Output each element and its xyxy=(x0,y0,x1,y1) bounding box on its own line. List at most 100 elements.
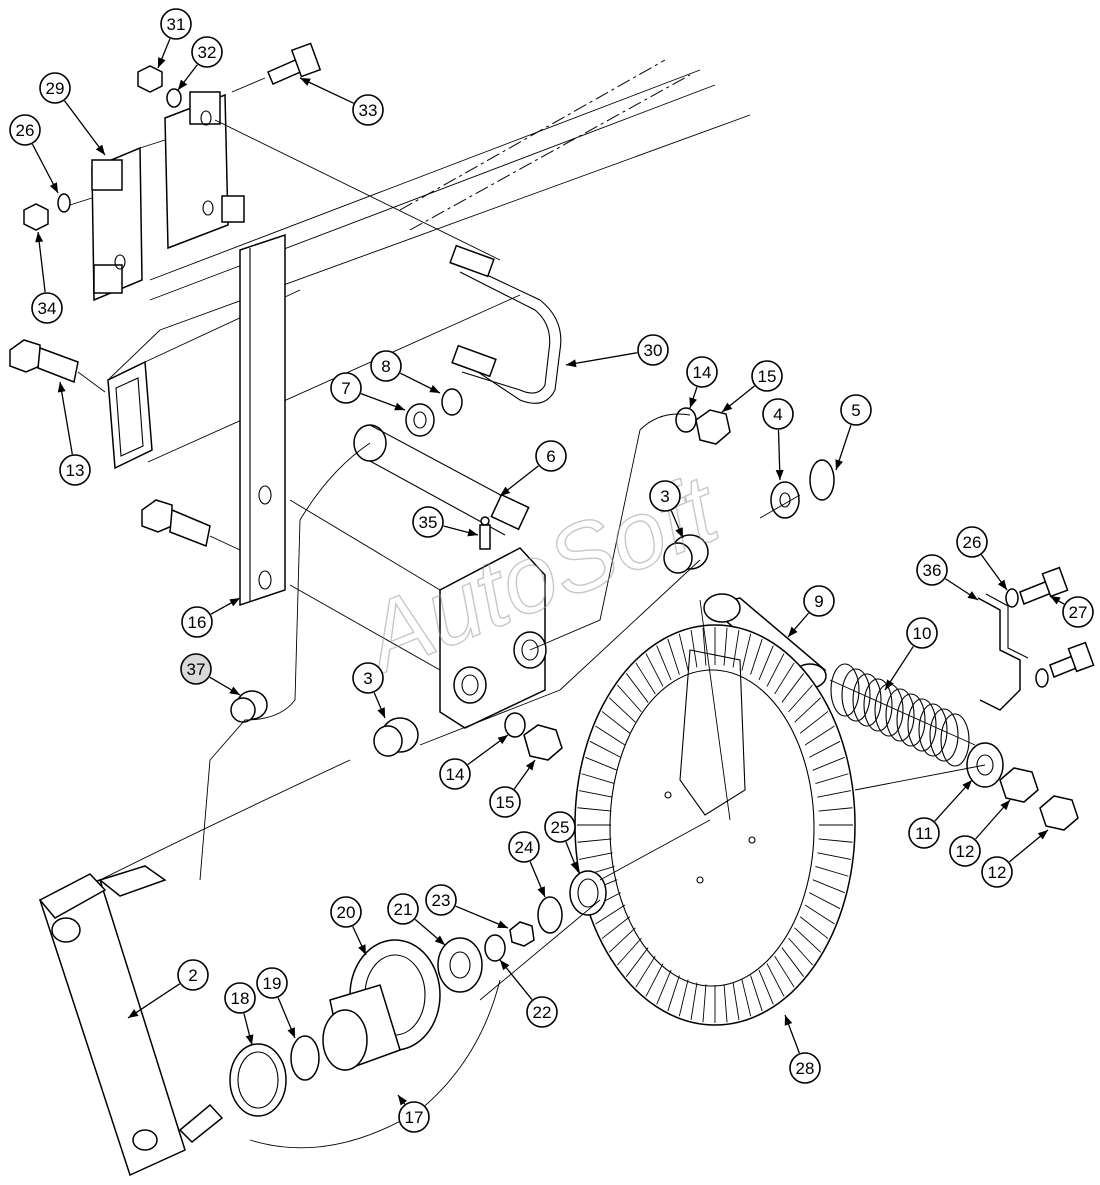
callout-29: 29 xyxy=(39,72,106,156)
part-33-bolt xyxy=(267,42,322,85)
callout-22: 22 xyxy=(499,959,558,1028)
callout-arrowhead xyxy=(245,1034,254,1045)
callout-arrowhead xyxy=(675,527,683,538)
part-bracket-plate xyxy=(164,91,245,250)
callout-14: 14 xyxy=(439,734,509,790)
callout-number: 15 xyxy=(496,793,515,812)
callout-number: 14 xyxy=(693,363,712,382)
callout-arrowhead xyxy=(689,397,697,408)
callout-3: 3 xyxy=(352,662,386,719)
callout-arrowhead xyxy=(525,760,535,771)
part-19-snap-ring xyxy=(290,1035,320,1081)
callout-number: 7 xyxy=(341,379,350,398)
part-3-bushing-lower xyxy=(373,717,419,757)
part-31-nut xyxy=(137,65,163,93)
callout-number: 22 xyxy=(533,1003,552,1022)
part-15-nut-lower xyxy=(523,724,563,761)
callout-circle xyxy=(224,982,256,1014)
callout-number: 33 xyxy=(359,101,378,120)
part-18-seal xyxy=(229,1043,287,1117)
part-15-nut-upper xyxy=(695,409,731,445)
callout-circle xyxy=(762,398,794,430)
callout-arrowhead xyxy=(1000,800,1010,811)
callout-number: 20 xyxy=(337,903,356,922)
callout-arrowhead xyxy=(497,920,508,928)
callout-circle xyxy=(906,617,938,649)
callout-circle xyxy=(177,959,209,991)
callout-12: 12 xyxy=(949,799,1011,867)
callout-circle xyxy=(352,662,384,694)
callout-number: 6 xyxy=(546,447,555,466)
callout-circle xyxy=(508,831,540,863)
callout-6: 6 xyxy=(499,440,567,497)
callout-circle xyxy=(387,893,419,925)
part-13-bolt-upper xyxy=(9,339,79,384)
callout-arrowhead xyxy=(377,707,385,718)
callout-number: 28 xyxy=(796,1059,815,1078)
callout-number: 11 xyxy=(915,824,933,843)
callout-18: 18 xyxy=(224,982,256,1046)
callout-2: 2 xyxy=(127,959,209,1019)
callout-number: 13 xyxy=(66,461,85,480)
callout-circle xyxy=(686,356,718,388)
callout-circle xyxy=(330,372,362,404)
callout-leader xyxy=(59,381,73,455)
callout-number: 8 xyxy=(381,357,390,376)
callout-23: 23 xyxy=(425,884,509,929)
callout-circle xyxy=(949,835,981,867)
callout-33: 33 xyxy=(299,77,384,126)
callout-9: 9 xyxy=(787,585,835,638)
callout-number: 21 xyxy=(394,900,413,919)
callout-arrowhead xyxy=(1037,830,1048,840)
callout-arrowhead xyxy=(49,182,58,193)
callout-arrowhead xyxy=(566,359,577,368)
callout-number: 18 xyxy=(231,989,250,1008)
callout-circle xyxy=(544,811,576,843)
callout-circle xyxy=(1062,596,1094,628)
callout-30: 30 xyxy=(565,334,669,368)
callout-number: 26 xyxy=(963,533,982,552)
callout-circle xyxy=(956,526,988,558)
callout-number: 35 xyxy=(419,513,438,532)
callout-16: 16 xyxy=(181,597,241,638)
part-6-pivot-assembly xyxy=(353,424,547,729)
callout-circle xyxy=(425,884,457,916)
part-13-bolt-lower xyxy=(141,499,211,548)
callout-13: 13 xyxy=(57,381,91,486)
callout-number: 3 xyxy=(363,669,372,688)
callout-28: 28 xyxy=(784,1014,821,1084)
callout-14: 14 xyxy=(686,356,718,409)
callout-number: 9 xyxy=(814,592,823,611)
callout-circle xyxy=(31,292,63,324)
callout-arrowhead xyxy=(784,1015,793,1026)
callout-leader xyxy=(127,983,181,1019)
callout-number: 5 xyxy=(851,401,860,420)
part-14-washer-lower xyxy=(504,712,526,738)
callout-leader xyxy=(565,352,638,366)
callout-number: 23 xyxy=(432,891,451,910)
callout-arrowhead xyxy=(997,579,1007,590)
callout-12: 12 xyxy=(981,829,1049,888)
callout-arrowhead xyxy=(570,861,578,872)
part-27-bolt-lower xyxy=(1049,641,1095,678)
callout-number: 29 xyxy=(46,79,65,98)
part-12-nut-outer xyxy=(1039,795,1079,831)
callout-21: 21 xyxy=(387,893,446,946)
part-10-spring xyxy=(830,663,970,767)
callout-arrowhead xyxy=(300,78,311,86)
callout-8: 8 xyxy=(370,350,441,394)
part-8-snap-ring xyxy=(441,388,463,416)
callout-circle xyxy=(398,1101,430,1133)
callout-circle xyxy=(840,394,872,426)
callout-arrowhead xyxy=(178,79,188,90)
callout-circle xyxy=(9,114,41,146)
callout-circle xyxy=(916,554,948,586)
callout-circle xyxy=(256,967,288,999)
part-25-dust-cap xyxy=(569,870,607,916)
callout-36: 36 xyxy=(916,554,979,601)
callout-number: 24 xyxy=(515,838,534,857)
callout-circle xyxy=(908,817,940,849)
phantom-lines xyxy=(69,77,986,1149)
callout-leader xyxy=(64,100,106,156)
